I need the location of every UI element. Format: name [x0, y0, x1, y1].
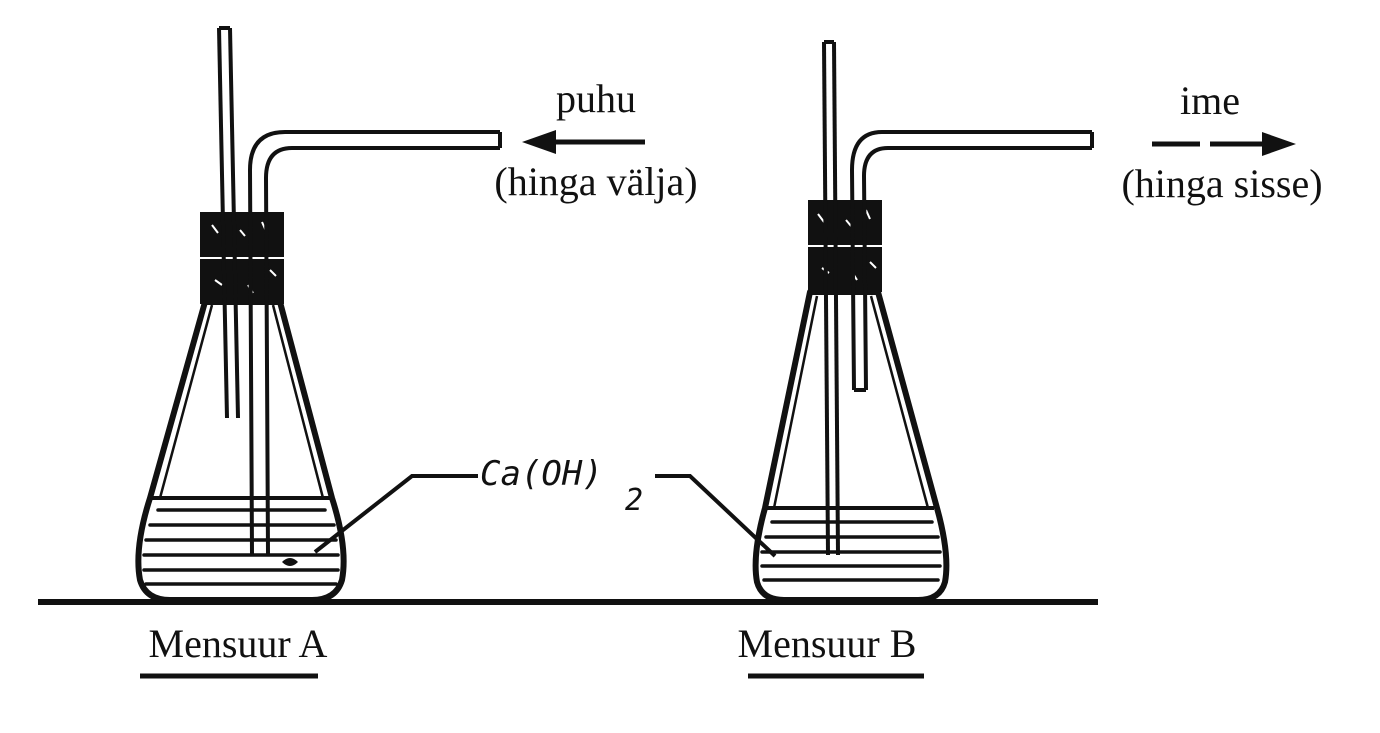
- chemical-callout: Ca(OH) 2: [313, 454, 777, 558]
- chemical-subscript: 2: [625, 483, 643, 518]
- flask-a: [135, 26, 502, 603]
- blow-label: puhu: [556, 76, 636, 121]
- leader-line-a: [313, 474, 478, 554]
- arrow-left-icon: [522, 130, 645, 154]
- suck-label: ime: [1180, 78, 1240, 123]
- flask-b-bent-tube: [849, 130, 1094, 392]
- flask-b-liquid: [760, 520, 942, 582]
- flask-a-bent-tube: [247, 130, 502, 556]
- arrow-right-icon: [1152, 132, 1296, 156]
- flask-b-straight-tube: [822, 40, 840, 556]
- blow-sub-label: (hinga välja): [494, 159, 697, 204]
- flask-b-stopper: [808, 200, 882, 292]
- flask-a-liquid: [142, 508, 340, 586]
- flask-b-body: [752, 289, 950, 603]
- flask-a-stopper: [200, 212, 284, 304]
- suck-sub-label: (hinga sisse): [1121, 161, 1322, 206]
- flask-a-straight-tube: [217, 26, 240, 419]
- flask-a-body: [135, 299, 347, 603]
- flask-b: [752, 40, 1094, 603]
- flask-b-label: Mensuur B: [738, 621, 917, 666]
- flask-a-label: Mensuur A: [149, 621, 328, 666]
- chemical-label: Ca(OH): [480, 454, 603, 494]
- leader-line-b: [655, 474, 777, 558]
